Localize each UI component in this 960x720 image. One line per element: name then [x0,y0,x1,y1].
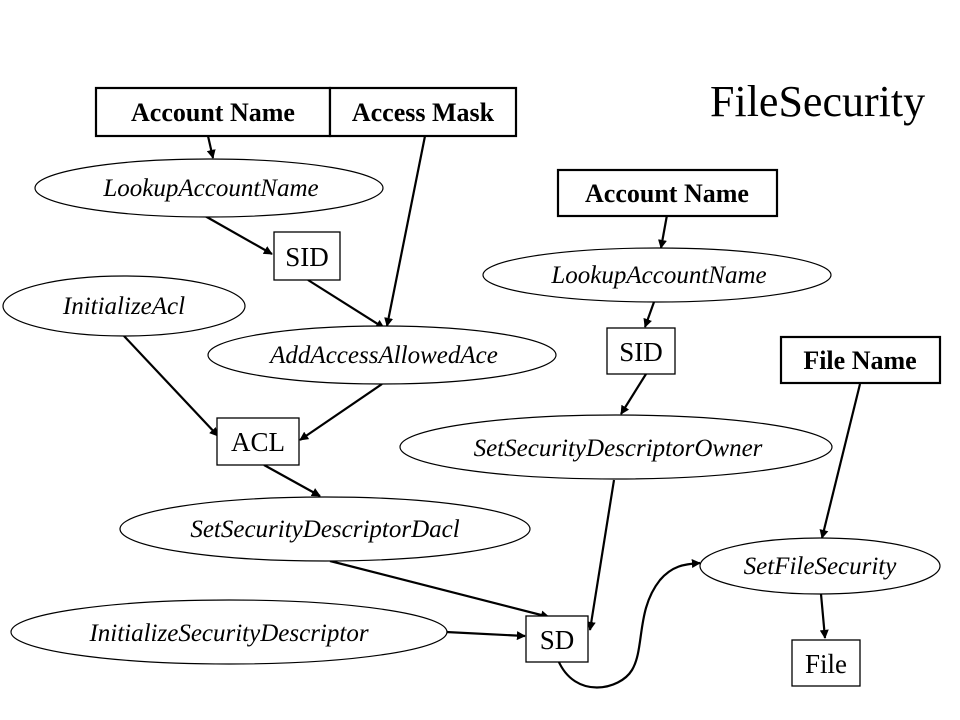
edge-filename-to-setfilesecurity [819,383,862,539]
edge-setfilesecurity-to-file [819,593,829,639]
edge-sid-2-to-setowner [620,373,647,415]
function-lookup-account-name-2-label: LookupAccountName [550,262,766,289]
input-account-name-2-label: Account Name [585,179,749,208]
edges [123,135,862,689]
edge-account-2-to-lookup-2 [658,214,669,249]
edge-lookup-2-to-sid-2 [643,301,656,328]
edge-account-to-lookup-1 [206,135,216,159]
function-set-sd-dacl: SetSecurityDescriptorDacl [119,496,531,562]
value-acl-label: ACL [231,427,285,457]
function-set-sd-owner: SetSecurityDescriptorOwner [399,414,833,480]
function-lookup-account-name-1-label: LookupAccountName [102,175,318,202]
diagram-title: FileSecurity [710,77,925,126]
value-sid-2: SID [606,327,676,375]
input-access-mask: Access Mask [328,86,518,138]
edge-sd-to-setfilesecurity [556,559,701,689]
edge-acl-to-setdacl [263,464,321,497]
edge-setdacl-to-sd [329,559,550,620]
function-add-access-allowed-ace-label: AddAccessAllowedAce [268,342,498,369]
value-sid-1: SID [273,231,341,281]
edge-access-mask-to-addace [384,135,427,327]
input-account-name-1: Account Name [94,86,332,138]
edge-addace-to-acl [299,383,383,441]
function-lookup-account-name-1: LookupAccountName [34,158,384,218]
edge-sid-1-to-addace [307,279,385,329]
function-add-access-allowed-ace: AddAccessAllowedAce [207,325,557,385]
function-initialize-sd-label: InitializeSecurityDescriptor [88,620,368,647]
function-lookup-account-name-2: LookupAccountName [482,247,832,303]
edge-setowner-to-sd [586,479,616,631]
input-account-name-2: Account Name [556,168,779,218]
function-initialize-acl-label: InitializeAcl [62,293,185,320]
function-set-sd-dacl-label: SetSecurityDescriptorDacl [190,516,459,543]
edge-lookup-1-to-sid-1 [204,215,273,255]
value-sd-label: SD [540,625,575,655]
function-set-file-security-label: SetFileSecurity [744,553,898,580]
value-sid-2-label: SID [619,337,663,367]
input-account-name-1-label: Account Name [131,98,295,127]
edge-initsd-to-sd [445,630,526,641]
value-file: File [791,639,861,687]
function-set-file-security: SetFileSecurity [699,537,941,595]
input-file-name: File Name [779,335,942,385]
input-file-name-label: File Name [803,346,916,375]
edge-initacl-to-acl [123,335,219,437]
function-initialize-acl: InitializeAcl [2,275,246,337]
value-file-label: File [805,649,847,679]
value-sd: SD [525,615,589,663]
value-acl: ACL [216,417,300,466]
input-access-mask-label: Access Mask [352,98,495,127]
function-initialize-sd: InitializeSecurityDescriptor [10,599,448,665]
value-sid-1-label: SID [285,242,329,272]
function-set-sd-owner-label: SetSecurityDescriptorOwner [474,435,763,462]
